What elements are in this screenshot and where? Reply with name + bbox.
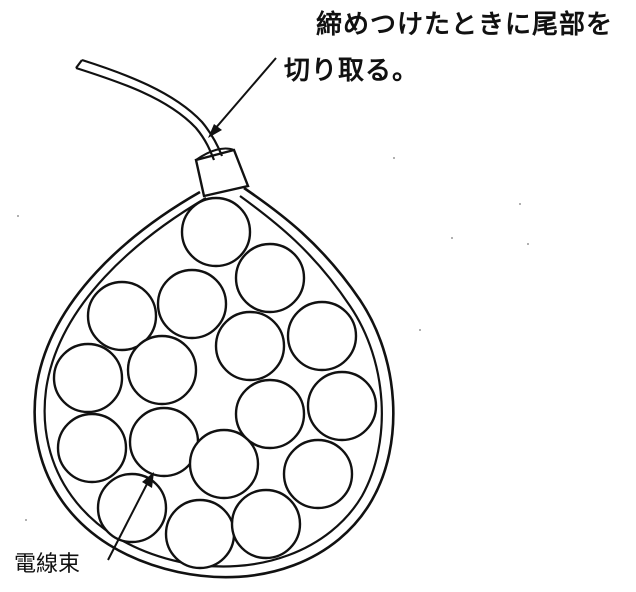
bundle-callout-arrow-line [107, 481, 149, 561]
wire [306, 370, 378, 442]
wire [128, 406, 200, 478]
tie-head-top [195, 147, 235, 161]
tie-tail [75, 66, 216, 161]
bundle-callout-arrow-head [142, 472, 154, 488]
tail-cut-annotation-line2: 切り取る。 [284, 56, 420, 86]
scan-specks [17, 157, 529, 521]
tie-tail-tip [75, 59, 83, 69]
tail-cut-annotation-line1: 締めつけたときに尾部を [316, 10, 614, 40]
tie-loop-inner [43, 195, 383, 568]
tail-callout-arrow-line [213, 57, 277, 131]
wire [282, 438, 354, 510]
tie-tail-edge [81, 58, 224, 157]
wire [234, 378, 306, 450]
tail-callout-arrow-head [208, 124, 222, 138]
wire [56, 412, 128, 484]
wire-bundle [52, 196, 378, 570]
wire [156, 268, 228, 340]
wire [188, 428, 260, 500]
tie-loop-outer [33, 186, 395, 579]
wire [126, 334, 198, 406]
tie-head [194, 148, 250, 198]
wire [230, 488, 302, 560]
wire [286, 300, 358, 372]
wire [52, 342, 124, 414]
wire-bundle-label: 電線束 [14, 552, 81, 577]
wire [164, 498, 236, 570]
wire [234, 242, 306, 314]
wire [214, 310, 286, 382]
wire [180, 196, 252, 268]
wire [96, 472, 168, 544]
wire [86, 280, 158, 352]
